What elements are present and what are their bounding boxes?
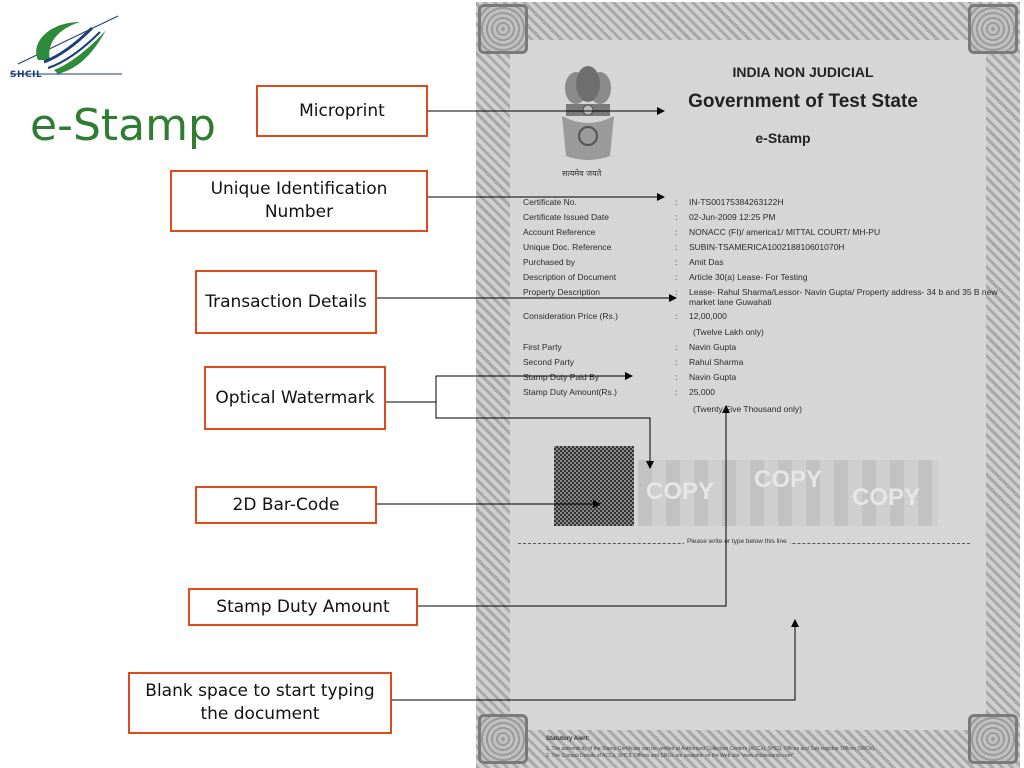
detail-label: Property Description: [523, 287, 601, 297]
consideration-in-words: (Twelve Lakh only): [693, 327, 764, 337]
detail-label: Stamp Duty Paid By: [523, 372, 600, 382]
stamp-paper: सत्यमेव जयते INDIA NON JUDICIAL Governme…: [476, 2, 1020, 768]
shcil-logo-icon: [10, 15, 122, 75]
detail-label: Second Party: [523, 357, 575, 367]
detail-label: Consideration Price (Rs.): [523, 311, 618, 321]
detail-value: Article 30(a) Lease- For Testing: [689, 272, 808, 282]
page-title: e-Stamp: [30, 100, 216, 151]
logo-text: SHCIL: [10, 70, 43, 80]
callout-optical-watermark: Optical Watermark: [204, 366, 386, 430]
detail-value: 25,000: [689, 387, 715, 397]
corner-ornament-icon: [968, 714, 1018, 764]
2d-barcode-icon: [554, 446, 634, 526]
write-below-text: Please write or type below this line: [684, 538, 790, 545]
detail-label: Stamp Duty Amount(Rs.): [523, 387, 618, 397]
header-estamp: e-Stamp: [755, 130, 811, 146]
detail-label: First Party: [523, 342, 562, 352]
optical-watermark-band: COPY COPY COPY: [638, 460, 938, 526]
detail-value: IN-TS00175384263122H: [689, 197, 784, 207]
detail-label: Certificate Issued Date: [523, 212, 609, 222]
detail-value: Navin Gupta: [689, 372, 737, 382]
header-india-non-judicial: INDIA NON JUDICIAL: [732, 64, 874, 80]
header-government: Government of Test State: [688, 91, 918, 112]
detail-value: SUBIN-TSAMERICA100218810601070H: [689, 242, 845, 252]
corner-ornament-icon: [478, 4, 528, 54]
statutory-alert-title: Statutory Alert:: [546, 736, 590, 742]
detail-label: Purchased by: [523, 257, 575, 267]
callout-blank-space: Blank space to start typing the document: [128, 672, 392, 734]
callout-stamp-duty-amount: Stamp Duty Amount: [188, 588, 418, 626]
callout-unique-id: Unique Identification Number: [170, 170, 428, 232]
watermark-word: COPY: [646, 478, 715, 505]
detail-label: Certificate No.: [523, 197, 577, 207]
duty-in-words: (Twenty Five Thousand only): [693, 404, 802, 414]
detail-value: Rahul Sharma: [689, 357, 744, 367]
corner-ornament-icon: [478, 714, 528, 764]
watermark-word: COPY: [754, 466, 823, 493]
detail-value: NONACC (FI)/ america1/ MITTAL COURT/ MH-…: [689, 227, 881, 237]
corner-ornament-icon: [968, 4, 1018, 54]
detail-label: Unique Doc. Reference: [523, 242, 612, 252]
statutory-alert-line: 2. The Contact Details of ACCs, SHCIL Of…: [546, 753, 794, 759]
national-emblem-icon: [562, 66, 614, 160]
statutory-alert-line: 1. The authenticity of the Stamp Certifi…: [546, 746, 876, 752]
callout-transaction-details: Transaction Details: [195, 270, 377, 334]
detail-value: Amit Das: [689, 257, 724, 267]
callout-2d-barcode: 2D Bar-Code: [195, 486, 377, 524]
detail-value: 02-Jun-2009 12:25 PM: [689, 212, 776, 222]
detail-value: 12,00,000: [689, 311, 727, 321]
detail-value: Lease- Rahul Sharma/Lessor- Navin Gupta/…: [689, 287, 998, 307]
watermark-word: COPY: [852, 484, 921, 511]
detail-label: Description of Document: [523, 272, 617, 282]
callout-microprint: Microprint: [256, 85, 428, 137]
detail-value: Navin Gupta: [689, 342, 737, 352]
emblem-motto: सत्यमेव जयते: [562, 169, 602, 178]
detail-label: Account Reference: [523, 227, 596, 237]
